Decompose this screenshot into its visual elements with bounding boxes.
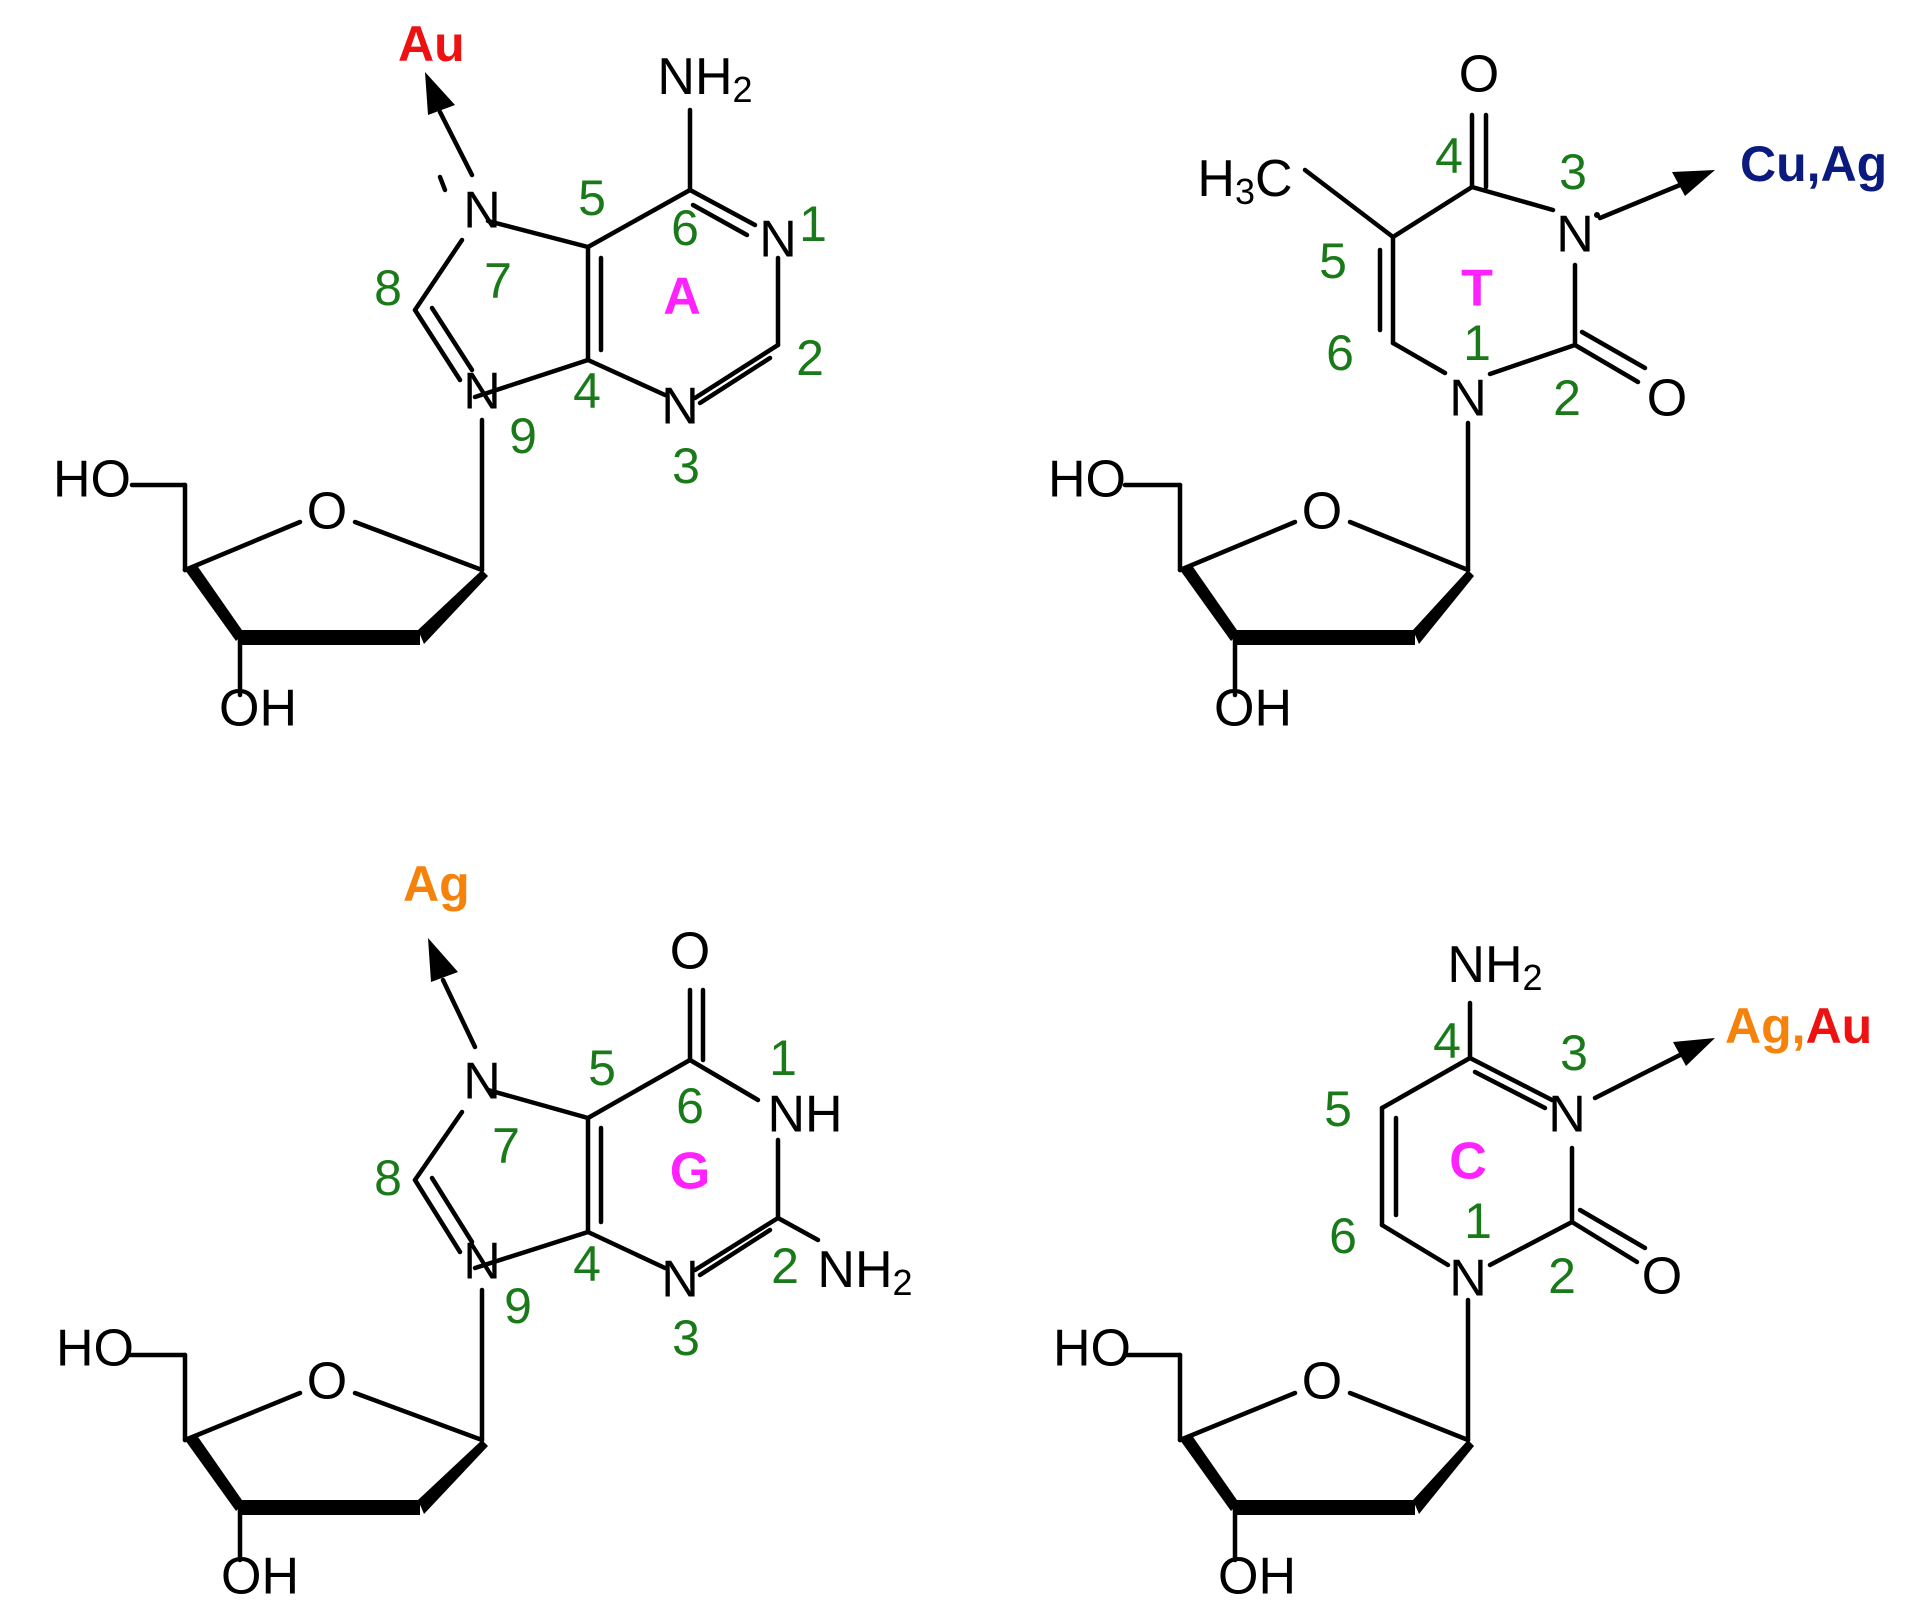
thymine-metal-label: Cu,Ag (1740, 136, 1887, 192)
adenine-pos-2: 2 (796, 330, 824, 386)
guanine-n7-label: N (463, 1053, 501, 1111)
cytosine-metal-label: Ag,Au (1725, 998, 1872, 1054)
guanine-bonds (412, 987, 821, 1443)
thymine-pos-1: 1 (1463, 315, 1491, 371)
adenine-n3-label: N (661, 378, 699, 436)
guanine-base-letter: G (670, 1143, 710, 1201)
thymine-sugar (1122, 482, 1474, 698)
guanine-o6-label: O (670, 923, 710, 981)
cytosine-pos-1: 1 (1464, 1193, 1492, 1249)
thymine-methyl-label: H3C (1197, 150, 1292, 212)
thymine-nucleoside: O N N O H3C HO O OH 1 2 3 4 5 6 T Cu,Ag (1048, 46, 1887, 738)
thymine-pos-5: 5 (1319, 233, 1347, 289)
adenine-n1-label: N (759, 211, 797, 269)
thymine-n1-label: N (1449, 370, 1487, 428)
thymine-pos-4: 4 (1435, 128, 1463, 184)
guanine-n9-label: N (463, 1233, 501, 1291)
cytosine-pos-5: 5 (1324, 1081, 1352, 1137)
cytosine-ho-label: HO (1053, 1320, 1131, 1378)
adenine-nucleoside: N N N N NH2 HO O OH 1 2 3 4 5 6 7 8 9 A … (53, 16, 827, 738)
guanine-nh-label: NH (767, 1086, 842, 1144)
thymine-base-letter: T (1461, 260, 1493, 318)
adenine-ring-o-label: O (307, 483, 347, 541)
cytosine-ring-o-label: O (1302, 1353, 1342, 1411)
thymine-ring-o-label: O (1302, 483, 1342, 541)
adenine-pos-5: 5 (578, 170, 606, 226)
adenine-sugar (129, 482, 488, 698)
guanine-pos-7: 7 (492, 1118, 520, 1174)
guanine-ring-o-label: O (307, 1353, 347, 1411)
guanine-pos-9: 9 (504, 1278, 532, 1334)
thymine-n3-label: N (1556, 206, 1594, 264)
thymine-oh-label: OH (1214, 680, 1292, 738)
adenine-base-letter: A (663, 268, 701, 326)
cytosine-nucleoside: NH2 N N O HO O OH 1 2 3 4 5 6 C Ag,Au (1053, 936, 1872, 1606)
thymine-o4-label: O (1459, 46, 1499, 104)
thymine-ho-label: HO (1048, 451, 1126, 509)
thymine-pos-3: 3 (1559, 144, 1587, 200)
adenine-pos-9: 9 (509, 408, 537, 464)
adenine-coordination-arrow (425, 72, 475, 178)
cytosine-pos-4: 4 (1433, 1013, 1461, 1069)
guanine-coordination-arrow (428, 938, 478, 1050)
cytosine-pos-3: 3 (1560, 1025, 1588, 1081)
cytosine-base-letter: C (1449, 1133, 1487, 1191)
adenine-metal-label: Au (398, 16, 465, 72)
guanine-nucleoside: O N N N NH NH2 HO O OH 1 2 3 4 5 6 7 8 9… (56, 856, 913, 1606)
cytosine-coordination-arrow (1592, 1038, 1715, 1101)
guanine-oh-label: OH (221, 1548, 299, 1606)
cytosine-n1-label: N (1449, 1250, 1487, 1308)
thymine-pos-2: 2 (1553, 370, 1581, 426)
adenine-pos-8: 8 (374, 260, 402, 316)
guanine-amino-label: NH2 (817, 1241, 912, 1303)
guanine-n3-label: N (661, 1251, 699, 1309)
guanine-pos-8: 8 (374, 1150, 402, 1206)
thymine-o2-label: O (1647, 370, 1687, 428)
cytosine-oh-label: OH (1218, 1548, 1296, 1606)
adenine-pos-1: 1 (799, 196, 827, 252)
adenine-amino-label: NH2 (657, 48, 752, 110)
thymine-pos-6: 6 (1326, 325, 1354, 381)
adenine-pos-3: 3 (672, 438, 700, 494)
guanine-pos-5: 5 (588, 1040, 616, 1096)
thymine-coordination-arrow (1594, 170, 1715, 221)
cytosine-amino-label: NH2 (1447, 936, 1542, 998)
adenine-ho-label: HO (53, 451, 131, 509)
cytosine-sugar (1122, 1352, 1474, 1563)
cytosine-pos-6: 6 (1329, 1208, 1357, 1264)
adenine-pos-7: 7 (484, 253, 512, 309)
adenine-n9-label: N (463, 363, 501, 421)
guanine-pos-2: 2 (771, 1238, 799, 1294)
adenine-pos-4: 4 (573, 363, 601, 419)
guanine-pos-3: 3 (672, 1310, 700, 1366)
cytosine-o2-label: O (1642, 1248, 1682, 1306)
thymine-bonds (1302, 112, 1648, 573)
guanine-sugar (127, 1352, 488, 1563)
guanine-ho-label: HO (56, 1320, 134, 1378)
adenine-oh-label: OH (219, 680, 297, 738)
cytosine-n3-label: N (1548, 1086, 1586, 1144)
adenine-bonds (412, 107, 781, 573)
guanine-pos-1: 1 (769, 1030, 797, 1086)
guanine-pos-6: 6 (676, 1078, 704, 1134)
guanine-pos-4: 4 (573, 1236, 601, 1292)
adenine-pos-6: 6 (671, 200, 699, 256)
adenine-n7-label: N (463, 182, 501, 240)
guanine-metal-label: Ag (403, 856, 470, 912)
cytosine-pos-2: 2 (1548, 1248, 1576, 1304)
cytosine-bonds (1379, 1000, 1648, 1443)
